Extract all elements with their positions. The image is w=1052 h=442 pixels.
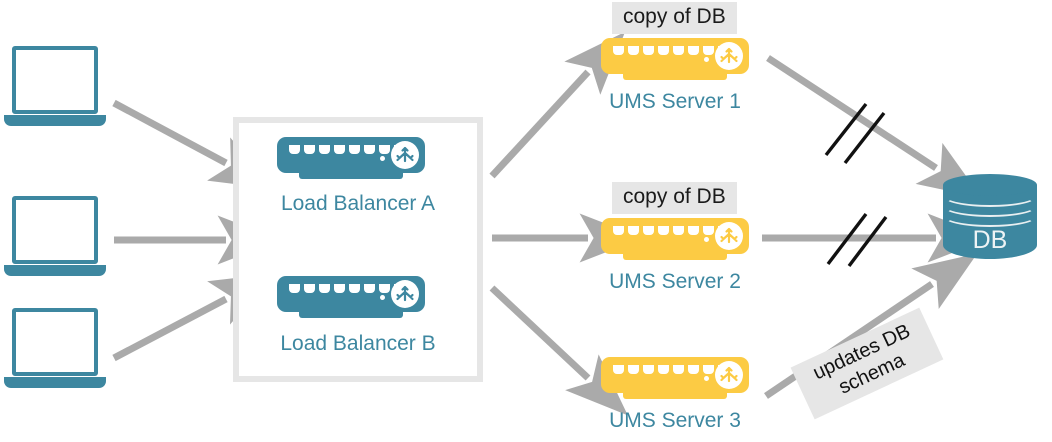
appliance-foot xyxy=(299,310,403,318)
blocked-slash-1a xyxy=(824,102,868,157)
appliance-ports xyxy=(289,145,405,154)
cylinder-ring xyxy=(943,205,1037,227)
appliance-status-dots xyxy=(704,227,709,247)
laptop-base xyxy=(4,265,106,276)
load-balancer-b-label: Load Balancer B xyxy=(280,332,436,355)
wire-lb-to-server3 xyxy=(489,285,628,416)
appliance-status-dots xyxy=(704,47,709,67)
laptop-screen xyxy=(12,308,98,376)
appliance-body xyxy=(601,218,749,254)
ums-server-emblem-icon xyxy=(715,222,743,250)
appliance-foot xyxy=(623,252,727,260)
laptop-screen xyxy=(12,46,98,114)
ums-server-1-icon xyxy=(601,38,749,84)
blocked-slash-2b xyxy=(847,215,888,268)
appliance-ports xyxy=(289,284,405,293)
appliance-ports xyxy=(613,46,729,55)
ums-server-emblem-icon xyxy=(715,361,743,389)
laptop-base xyxy=(4,377,106,388)
appliance-body xyxy=(601,357,749,393)
wire-server1-to-db xyxy=(766,55,982,198)
laptop-screen xyxy=(12,196,98,264)
copy-of-db-badge-server2: copy of DB xyxy=(612,182,737,214)
ums-server-1-label: UMS Server 1 xyxy=(609,90,741,113)
ums-server-3-icon xyxy=(601,357,749,403)
wire-client3-to-lb xyxy=(112,273,275,362)
blocked-slash-2a xyxy=(826,212,868,266)
blocked-slash-1b xyxy=(843,111,886,165)
load-balancer-b-icon xyxy=(277,276,425,322)
load-balancer-emblem-icon xyxy=(391,141,419,169)
database-label: DB xyxy=(972,226,1008,254)
appliance-status-dots xyxy=(380,285,385,305)
load-balancer-emblem-icon xyxy=(391,280,419,308)
appliance-ports xyxy=(613,226,729,235)
load-balancer-a-icon xyxy=(277,137,425,183)
appliance-body xyxy=(601,38,749,74)
appliance-foot xyxy=(299,171,403,179)
ums-server-2-label: UMS Server 2 xyxy=(609,270,741,293)
ums-server-3-label: UMS Server 3 xyxy=(609,409,741,432)
appliance-body xyxy=(277,137,425,173)
load-balancer-a-label: Load Balancer A xyxy=(280,192,436,215)
ums-server-2-icon xyxy=(601,218,749,264)
laptop-base xyxy=(4,115,106,126)
appliance-ports xyxy=(613,365,729,374)
appliance-status-dots xyxy=(704,366,709,386)
copy-of-db-badge-server1: copy of DB xyxy=(612,2,737,34)
database-cylinder-icon: DB xyxy=(943,174,1037,270)
appliance-foot xyxy=(623,391,727,399)
wire-lb-to-server1 xyxy=(489,31,626,179)
appliance-body xyxy=(277,276,425,312)
appliance-status-dots xyxy=(380,146,385,166)
wire-client1-to-lb xyxy=(112,99,275,189)
appliance-foot xyxy=(623,72,727,80)
ums-server-emblem-icon xyxy=(715,42,743,70)
